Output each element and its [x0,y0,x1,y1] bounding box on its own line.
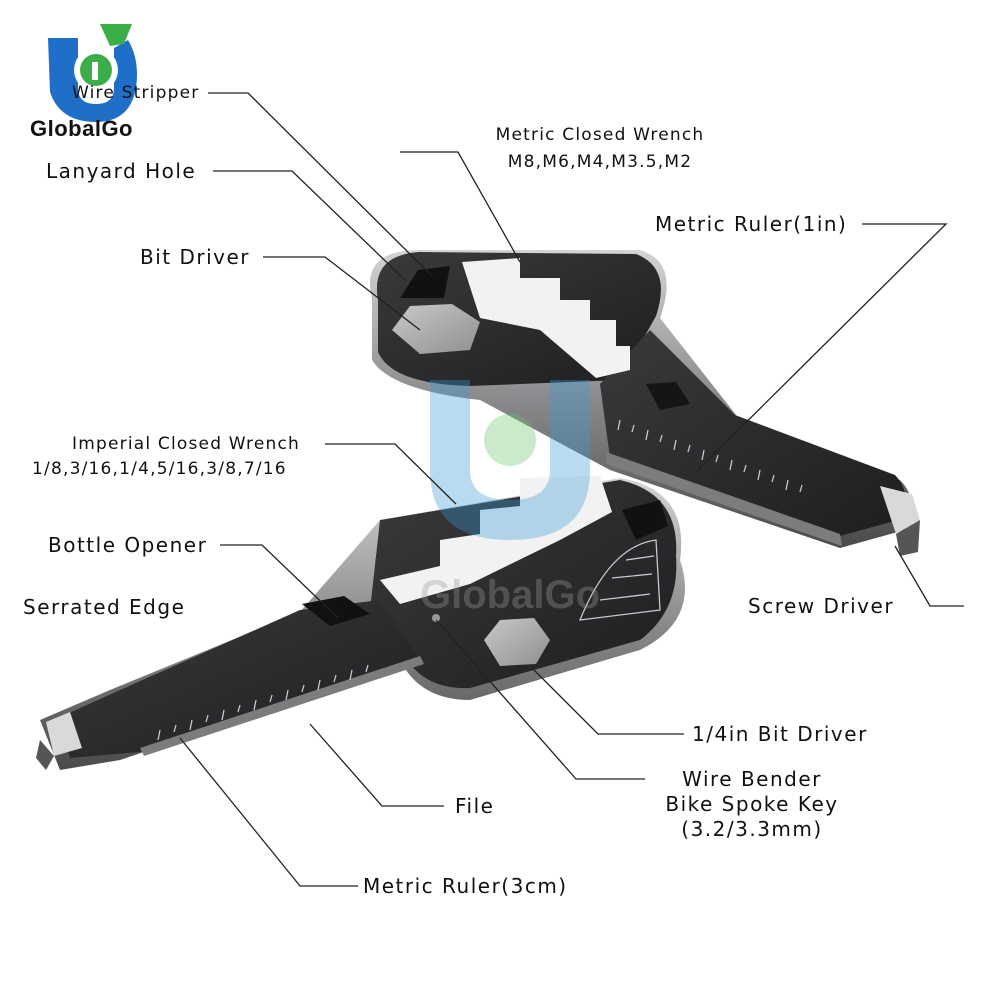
leader-wire-bender [435,619,645,780]
label-bike-spoke-key: Bike Spoke Key [665,792,839,816]
label-imperial-closed-wrench: Imperial Closed Wrench [72,434,301,454]
label-bottle-opener: Bottle Opener [48,533,208,557]
leader-wire-stripper [208,92,433,277]
brand-logo-icon [48,24,137,122]
upper-lanyard-hole [400,266,450,298]
leader-quarter-bit [531,667,684,735]
label-wire-stripper: Wire Stripper [72,83,200,103]
label-metric-closed-wrench-sizes: M8,M6,M4,M3.5,M2 [507,152,693,172]
label-metric-ruler-1in: Metric Ruler(1in) [655,212,848,236]
lower-tool [36,476,685,770]
lower-wrench-opening [380,476,612,604]
leader-metric-ruler-3cm [179,737,358,887]
leader-metric-wrench [400,151,521,263]
label-file: File [455,794,495,818]
leader-file [309,723,444,807]
upper-wrench-opening [462,258,630,378]
leader-lines [179,92,964,887]
upper-bit-driver-hex [392,304,480,354]
label-wire-bender: Wire Bender [682,767,822,791]
lower-head [370,480,677,689]
upper-screwdriver-tip [880,486,920,534]
brand-name: GlobalGo [30,116,133,141]
lower-quarter-bit-driver-hex [484,618,550,666]
watermark-logo [430,380,590,540]
lower-screwdriver-tip [46,712,82,756]
label-lanyard-hole: Lanyard Hole [46,159,197,183]
label-metric-ruler-3cm: Metric Ruler(3cm) [363,874,568,898]
label-bit-driver: Bit Driver [140,245,251,269]
leader-imperial-wrench [325,443,457,505]
lower-ruler-ticks [157,664,369,741]
watermark-text: GlobalGo [420,573,600,617]
lower-shaft [58,600,420,758]
label-screw-driver: Screw Driver [748,594,895,618]
label-serrated-edge: Serrated Edge [23,595,186,619]
lower-bottle-opener [302,596,370,626]
lower-protractor [578,539,661,621]
upper-ruler-ticks [617,419,803,493]
label-metric-closed-wrench: Metric Closed Wrench [495,125,705,145]
upper-shaft [600,330,906,536]
label-spoke-sizes: (3.2/3.3mm) [681,817,823,841]
label-quarter-bit-driver: 1/4in Bit Driver [692,722,868,746]
leader-lanyard-hole [213,170,406,281]
leader-bottle-opener [220,544,339,619]
upper-tool [370,250,920,556]
leader-bit-driver [263,256,421,331]
leader-metric-ruler-1in [697,223,948,471]
label-imperial-closed-wrench-sizes: 1/8,3/16,1/4,5/16,3/8,7/16 [32,459,287,479]
leader-screw-driver [894,545,964,607]
